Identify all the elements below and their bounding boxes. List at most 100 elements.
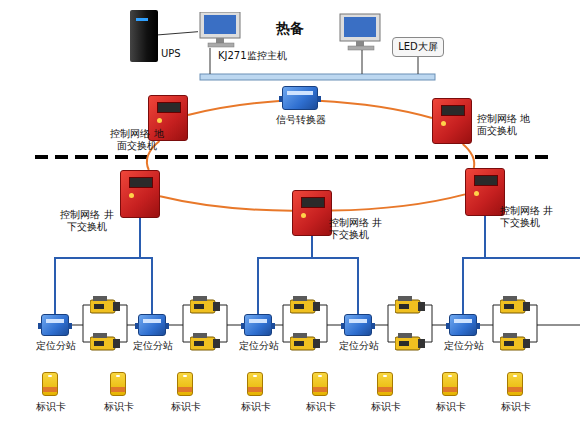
device-panel	[249, 319, 267, 323]
led-node: LED大屏	[392, 37, 444, 57]
reader-icon	[395, 333, 425, 350]
reader-icon	[500, 333, 530, 350]
node-label: 定位分站	[231, 340, 287, 352]
switch-screen	[157, 102, 181, 113]
card-hole	[513, 375, 517, 377]
bus-link	[210, 48, 211, 74]
ground-divider	[35, 155, 548, 159]
card-hole	[253, 375, 257, 377]
switch-lamp	[157, 118, 162, 123]
node-label: 控制网络 井下交换机	[500, 205, 556, 229]
node-label: 标识卡	[23, 401, 79, 413]
card-hole	[318, 375, 322, 377]
connector-line	[188, 101, 282, 115]
card-hole	[48, 375, 52, 377]
switch-screen	[474, 175, 498, 186]
card-hole	[448, 375, 452, 377]
monitor-part	[216, 38, 224, 43]
sw-node: 控制网络 井下交换机	[465, 168, 505, 216]
node-label: 标识卡	[158, 401, 214, 413]
card-band	[508, 387, 522, 392]
pc-node: KJ271监控主机	[198, 12, 242, 48]
st-node: 定位分站	[138, 314, 166, 336]
device-lug	[317, 96, 321, 102]
switch-lamp	[301, 213, 306, 218]
device-lug	[341, 323, 345, 329]
switch-lamp	[129, 193, 134, 198]
bus-link	[418, 57, 419, 74]
device-panel	[143, 319, 161, 323]
device-lug	[165, 323, 169, 329]
device-lug	[446, 323, 450, 329]
reader-icon	[395, 296, 425, 313]
node-label: 标识卡	[91, 401, 147, 413]
device-panel	[454, 319, 472, 323]
node-label: LED大屏	[393, 38, 443, 56]
reader-icon	[90, 333, 120, 350]
reader-icon	[500, 296, 530, 313]
node-label: KJ271监控主机	[218, 50, 287, 62]
monitor-icon	[340, 14, 380, 50]
device-lug	[68, 323, 72, 329]
monitor-part	[208, 43, 234, 47]
node-label: 控制网络 井下交换机	[329, 217, 385, 241]
ups-node: UPS	[130, 10, 158, 62]
reader-icon	[190, 296, 220, 313]
card-band	[378, 387, 392, 392]
monitor-part	[204, 15, 236, 34]
st-node: 定位分站	[344, 314, 372, 336]
connector-line	[463, 144, 475, 168]
card-band	[313, 387, 327, 392]
node-label: 标识卡	[228, 401, 284, 413]
reader-icon	[90, 296, 120, 313]
free-label: 热备	[276, 20, 304, 36]
card-hole	[383, 375, 387, 377]
switch-lamp	[441, 121, 446, 126]
device-panel	[287, 91, 313, 95]
device-lug	[135, 323, 139, 329]
card-node: 标识卡	[177, 372, 193, 396]
node-label: 定位分站	[28, 340, 84, 352]
node-label: 定位分站	[125, 340, 181, 352]
st-node: 定位分站	[449, 314, 477, 336]
card-hole	[183, 375, 187, 377]
card-band	[178, 387, 192, 392]
node-label: 定位分站	[331, 340, 387, 352]
connector-line	[158, 32, 198, 35]
reader-icon	[190, 333, 220, 350]
switch-screen	[129, 177, 153, 188]
st-node: 定位分站	[41, 314, 69, 336]
card-band	[111, 387, 125, 392]
monitor-icon	[198, 12, 242, 48]
conv-node: 信号转换器	[282, 86, 318, 110]
switch-screen	[441, 105, 465, 116]
switch-lamp	[474, 191, 479, 196]
bus-line	[480, 257, 580, 259]
card-band	[43, 387, 57, 392]
card-band	[443, 387, 457, 392]
card-node: 标识卡	[247, 372, 263, 396]
card-node: 标识卡	[377, 372, 393, 396]
connector-line	[332, 194, 465, 210]
card-node: 标识卡	[442, 372, 458, 396]
connector-line	[318, 101, 432, 118]
connector-line	[140, 218, 152, 314]
network-bus	[200, 74, 435, 80]
device-lug	[371, 323, 375, 329]
node-label: 控制网络 地面交换机	[477, 113, 533, 137]
switch-screen	[301, 197, 325, 208]
connector-line	[312, 236, 358, 314]
node-label: 控制网络 地面交换机	[109, 128, 165, 152]
node-label: 标识卡	[358, 401, 414, 413]
ups-panel	[136, 18, 148, 21]
sw-node: 控制网络 井下交换机	[120, 170, 160, 218]
st-node: 定位分站	[244, 314, 272, 336]
sw-node: 控制网络 地面交换机	[148, 95, 188, 141]
node-label: 控制网络 井下交换机	[59, 209, 115, 233]
card-node: 标识卡	[507, 372, 523, 396]
sw-node: 控制网络 井下交换机	[292, 190, 332, 236]
node-label: 信号转换器	[271, 114, 331, 126]
card-node: 标识卡	[110, 372, 126, 396]
connector-line	[55, 218, 140, 314]
device-lug	[279, 96, 283, 102]
